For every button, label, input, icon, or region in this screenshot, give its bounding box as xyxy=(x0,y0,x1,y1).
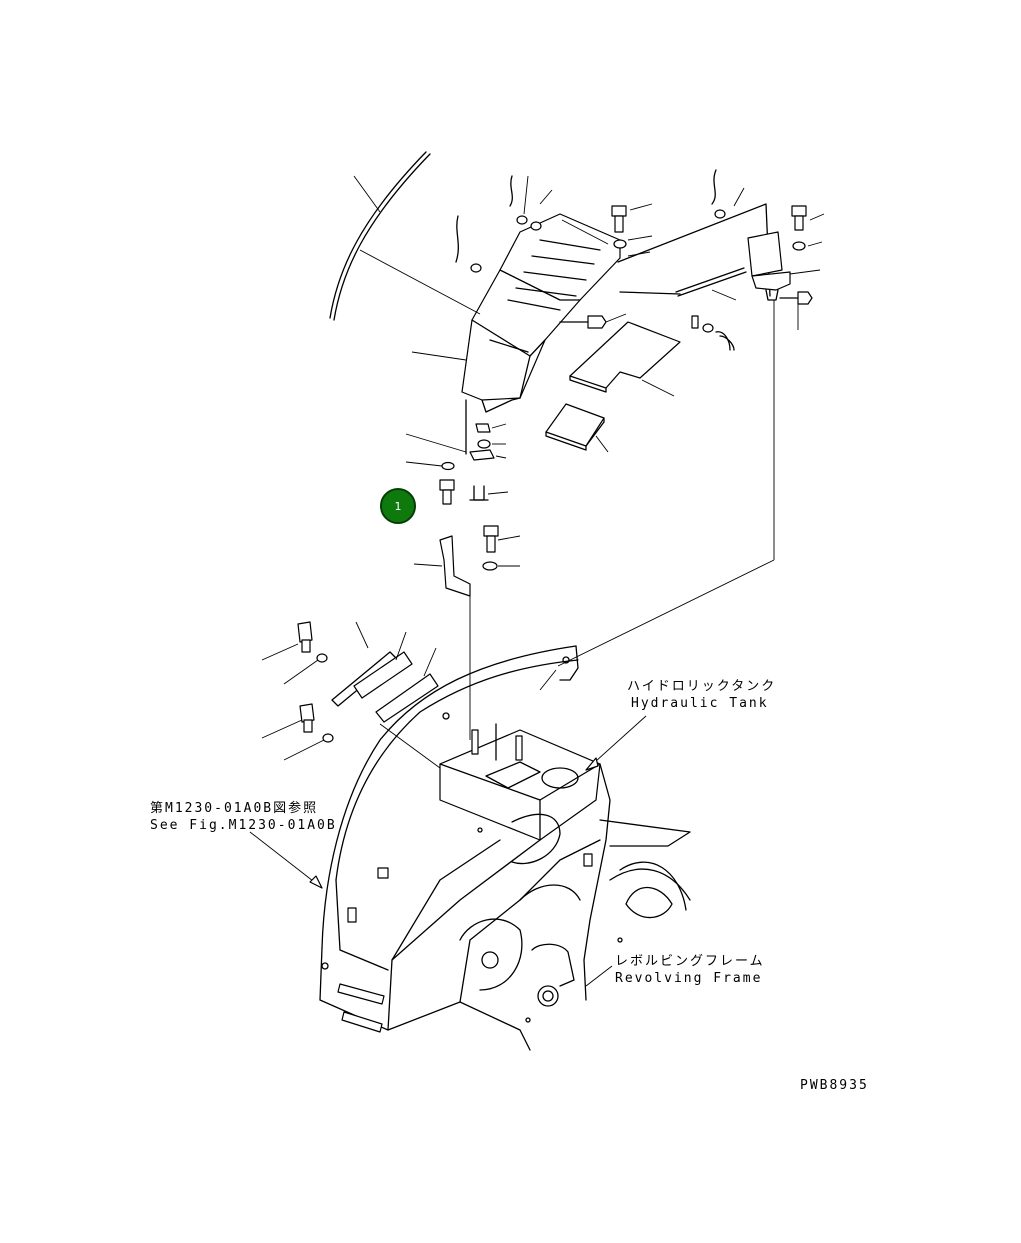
revolving-frame-body xyxy=(319,645,691,1051)
hydraulic-tank-label-jp: ハイドロリックタンク xyxy=(627,679,777,694)
seal-strip xyxy=(329,151,431,321)
revolving-frame-label-jp: レボルビングフレーム xyxy=(615,954,765,969)
part-callout-1[interactable]: 1 xyxy=(380,488,416,524)
see-fig-label-jp: 第M1230-01A0B図参照 xyxy=(150,801,319,816)
top-cover-panel xyxy=(359,213,621,413)
label-arrows xyxy=(249,715,647,987)
support-bracket-set xyxy=(405,399,521,740)
hinge-bracket-assembly xyxy=(557,203,825,667)
see-fig-label-en: See Fig.M1230-01A0B xyxy=(150,818,337,833)
cover-fasteners xyxy=(455,169,745,329)
drawing-code: PWB8935 xyxy=(800,1078,869,1093)
hydraulic-tank-label-en: Hydraulic Tank xyxy=(631,696,769,711)
revolving-frame-label-en: Revolving Frame xyxy=(615,971,763,986)
left-bracket-set xyxy=(261,621,471,791)
insulation-mats xyxy=(545,321,681,453)
